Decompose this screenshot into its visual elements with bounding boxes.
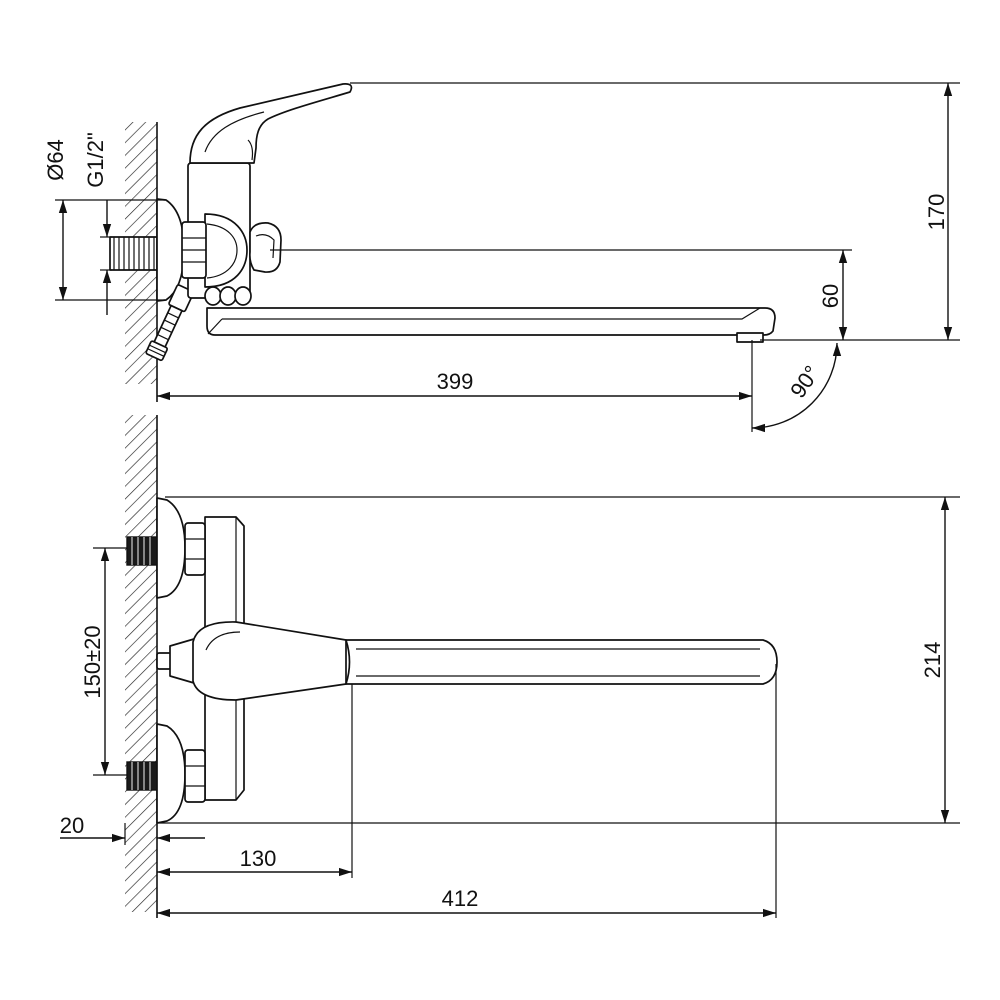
dim-label-diameter: Ø64: [43, 139, 68, 181]
dim-label-412: 412: [442, 886, 479, 911]
dim-swivel-angle: 90°: [751, 342, 842, 433]
body-bottom-rings: [204, 286, 252, 306]
handle-lever-side: [189, 83, 353, 164]
dim-thread-size: G1/2": [83, 132, 112, 315]
diverter-tip: [156, 652, 172, 670]
upper-connection-nut: [184, 522, 206, 576]
lower-connection-nut: [184, 749, 206, 803]
dim-height-front: 214: [157, 496, 960, 824]
dim-label-170: 170: [924, 194, 949, 231]
dim-label-130: 130: [240, 846, 277, 871]
dim-height-side: 170: [350, 82, 960, 341]
dim-label-150: 150±20: [80, 625, 105, 698]
side-view: 170 60 399 90° Ø64: [43, 82, 960, 433]
dim-flange-diameter: Ø64: [43, 139, 165, 301]
dim-spout-height: 60: [270, 249, 852, 340]
dim-label-20: 20: [60, 813, 84, 838]
dim-total-length: 412: [157, 664, 777, 918]
connection-nut: [181, 221, 207, 279]
dim-handle-length: 130: [157, 684, 353, 878]
dim-label-60: 60: [818, 284, 843, 308]
lower-escutcheon: [156, 723, 186, 824]
aerator: [736, 332, 764, 343]
upper-escutcheon: [156, 497, 186, 599]
inlet-thread: [109, 236, 158, 271]
dim-label-thread: G1/2": [83, 132, 108, 188]
upper-inlet-thread: [126, 536, 158, 566]
dim-center-distance: 150±20: [80, 547, 127, 776]
wall-front-view: [125, 415, 158, 918]
handle-lever-front: [156, 621, 778, 701]
body-arc-inner: [206, 223, 238, 279]
spout-side: [206, 307, 776, 343]
dim-wall-offset: 20: [60, 813, 205, 845]
dim-label-214: 214: [920, 642, 945, 679]
diverter-knob: [248, 222, 282, 273]
dim-label-399: 399: [437, 369, 474, 394]
front-view: 214 150±20 20 130 412: [60, 415, 960, 918]
wall-hatching: [125, 415, 157, 912]
dim-spout-length: 399: [157, 340, 753, 432]
body-arc-contour: [204, 213, 248, 288]
lower-inlet-thread: [126, 761, 158, 791]
